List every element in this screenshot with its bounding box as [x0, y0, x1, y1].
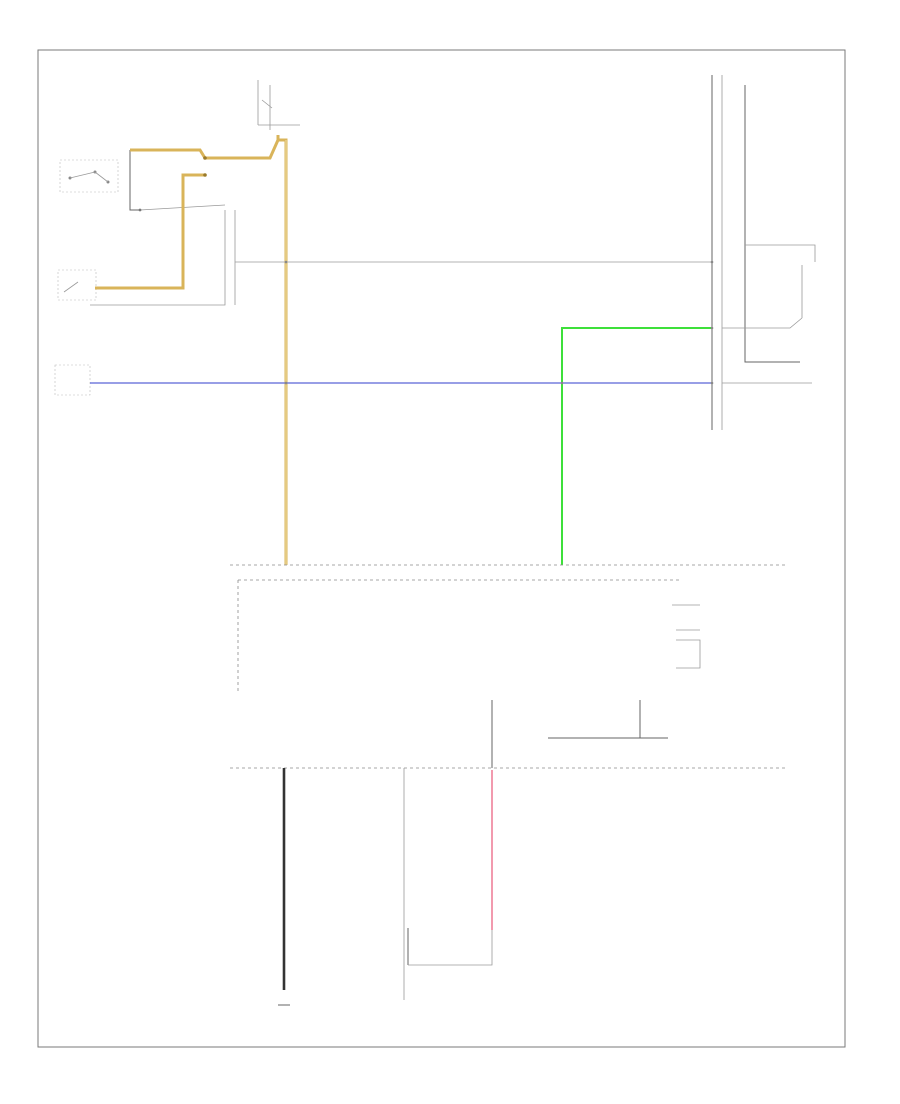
- tan-wire: [95, 135, 288, 565]
- fuse-element: [261, 99, 273, 109]
- ignition-feed: [129, 150, 140, 211]
- diagram-frame: [37, 49, 846, 1048]
- splice: [284, 260, 288, 264]
- instrument-cluster-block: [711, 75, 816, 430]
- connector-pin: [710, 260, 714, 264]
- cruise-switch: [57, 269, 97, 301]
- tan-wire-segment: [130, 135, 280, 160]
- brake-switch-loop: [408, 930, 493, 966]
- module-sensor-lines: [672, 604, 701, 669]
- splice: [284, 381, 288, 385]
- cluster-switch: [722, 265, 803, 329]
- cruise-switch-block: [57, 210, 236, 306]
- splice: [138, 208, 142, 212]
- connector-markers: [284, 260, 714, 385]
- cluster-feed: [744, 85, 800, 363]
- body-control-module: [54, 364, 91, 396]
- tan-wire-segment: [278, 138, 288, 565]
- module-internal-wire: [548, 700, 668, 739]
- connector-pin: [710, 326, 714, 330]
- splice: [203, 173, 207, 177]
- splice: [560, 381, 564, 385]
- powertrain-module: [491, 604, 701, 768]
- cruise-return-wire: [90, 210, 226, 306]
- splice: [203, 156, 207, 160]
- tan-wire-segment: [95, 173, 205, 290]
- cluster-branch: [745, 244, 816, 262]
- fuse-block-outline: [257, 80, 300, 130]
- ignition-switch-block: [59, 150, 226, 212]
- connector-pin: [710, 381, 714, 385]
- bottom-wires: [278, 768, 493, 1006]
- fuse-block: [257, 80, 300, 130]
- switch-contact-arm: [63, 281, 79, 293]
- ignition-switch: [59, 159, 119, 193]
- green-wire: [561, 327, 712, 565]
- switch-contacts: [69, 171, 109, 183]
